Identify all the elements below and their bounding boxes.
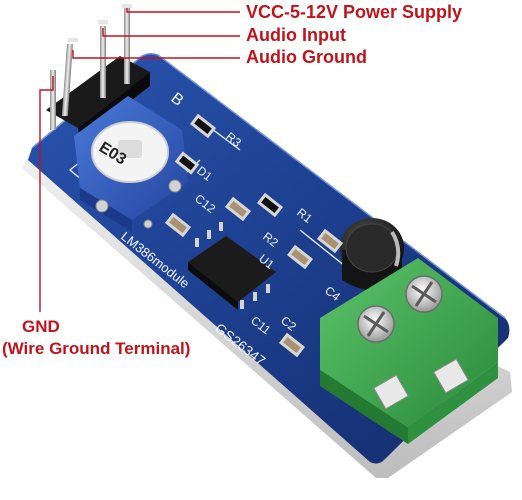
pin-audio-ground [100,26,106,98]
pin-vcc [50,70,56,130]
annotation-audio-input: Audio Input [246,25,346,45]
screw-terminal [320,258,498,444]
pin-gnd [61,44,73,116]
leader-vcc [126,8,240,13]
pin-audio-input [124,8,130,84]
leader-gnd [39,76,54,312]
leader-audio-input [102,28,240,37]
lm386-chip [188,222,276,310]
via-holes [95,179,182,229]
annotation-vcc: VCC-5-12V Power Supply [246,2,463,22]
annotation-lines [39,8,240,312]
annotation-audio-ground: Audio Ground [246,47,367,67]
annotation-gnd: GND [22,317,60,336]
leader-audio-ground [72,50,240,59]
smd-components [164,113,344,358]
annotation-gnd-detail: (Wire Ground Terminal) [2,339,191,358]
